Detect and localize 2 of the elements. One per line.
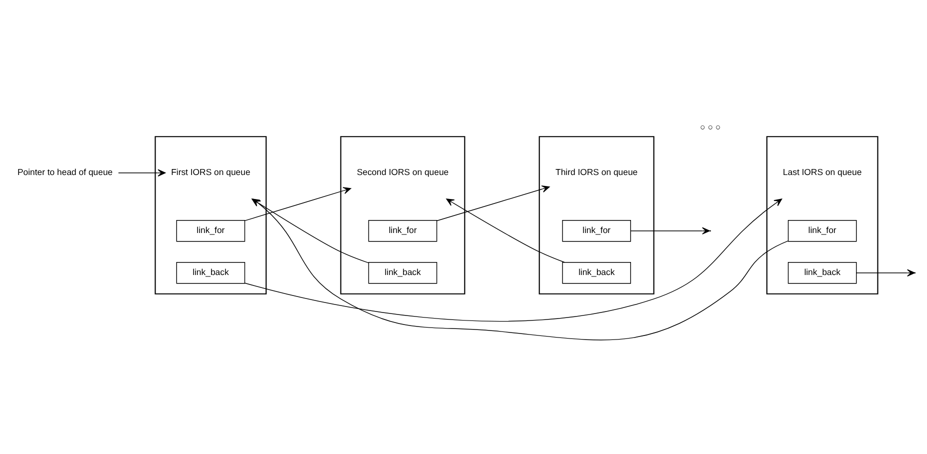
label: ○ ○ ○	[700, 122, 721, 132]
node-text: Pointer to head of queue	[17, 166, 113, 177]
